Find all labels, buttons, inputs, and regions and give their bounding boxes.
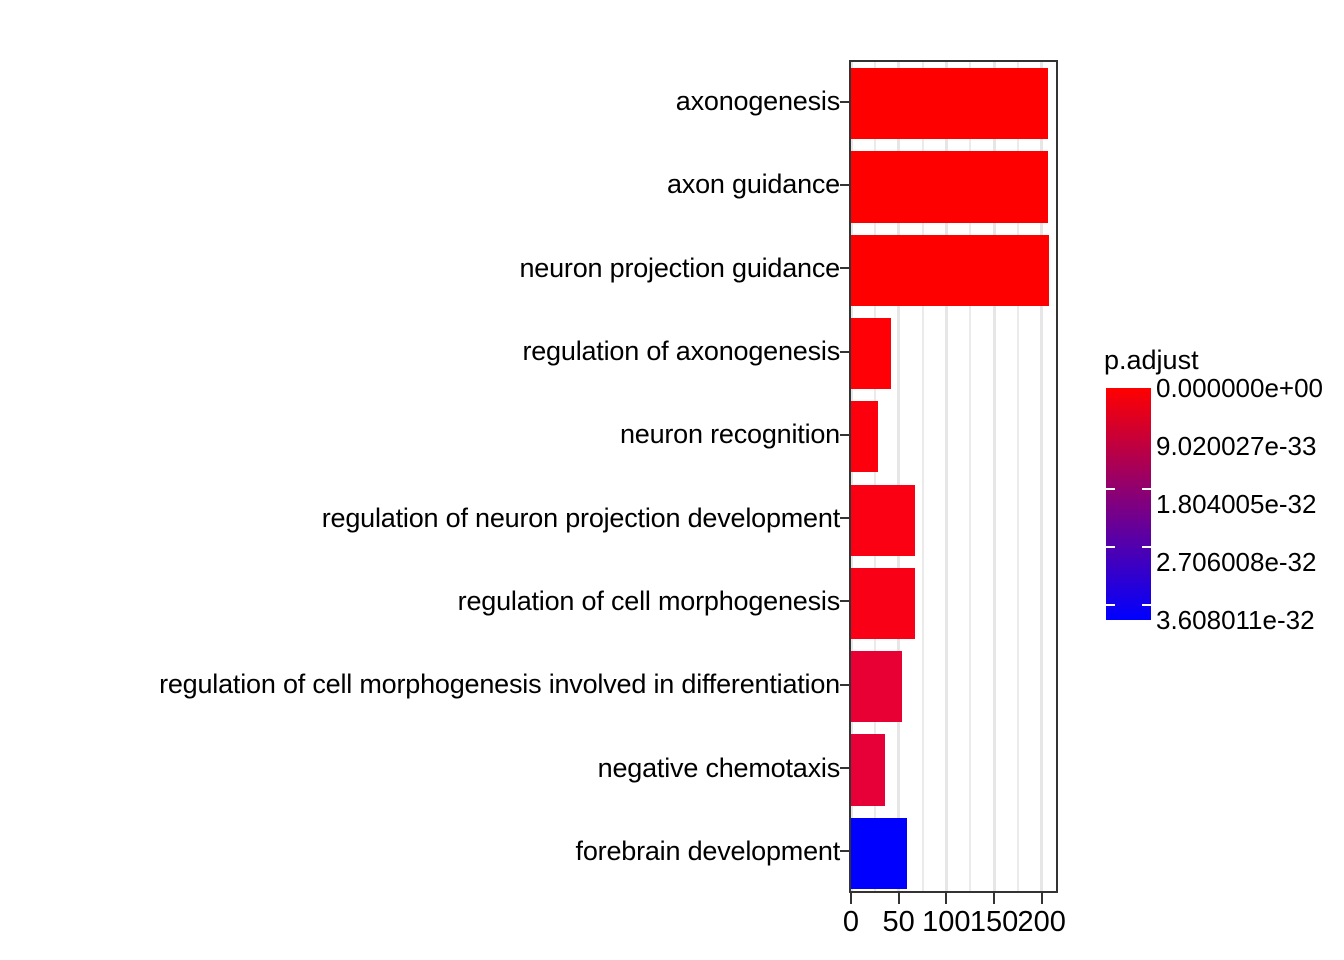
legend-tick-mark bbox=[1106, 546, 1115, 548]
y-axis-tick-label: regulation of axonogenesis bbox=[522, 336, 840, 367]
x-axis-tick-mark bbox=[945, 893, 948, 904]
y-axis-tick-label: regulation of cell morphogenesis bbox=[457, 585, 841, 616]
plot-panel bbox=[849, 60, 1058, 893]
bar[interactable] bbox=[851, 484, 915, 556]
gridline-minor bbox=[1016, 62, 1019, 891]
legend-tick-mark bbox=[1106, 488, 1115, 490]
legend-tick-label: 0.000000e+00 bbox=[1156, 373, 1324, 403]
bar[interactable] bbox=[851, 567, 915, 640]
gridline-major bbox=[897, 62, 901, 891]
gridline-major bbox=[944, 62, 948, 891]
x-axis-tick-mark bbox=[993, 893, 996, 904]
y-axis-tick-label-row: axon guidance bbox=[0, 143, 849, 226]
gridline-minor bbox=[969, 62, 972, 891]
y-axis-tick-label: regulation of cell morphogenesis involve… bbox=[159, 669, 840, 700]
y-axis-tick-mark bbox=[840, 433, 849, 436]
legend-title: p.adjust bbox=[1104, 345, 1199, 375]
y-axis-tick-mark bbox=[840, 850, 849, 853]
bar[interactable] bbox=[851, 234, 1050, 306]
y-axis-tick-label-row: forebrain development bbox=[0, 810, 849, 893]
bar[interactable] bbox=[851, 151, 1049, 223]
x-axis-tick-mark bbox=[1040, 893, 1043, 904]
y-axis-tick-mark bbox=[840, 683, 849, 686]
gridline-major bbox=[1040, 62, 1044, 891]
gridline-major bbox=[992, 62, 996, 891]
y-axis-tick-label: regulation of neuron projection developm… bbox=[321, 502, 840, 533]
bar[interactable] bbox=[851, 317, 892, 390]
y-axis-tick-label: axonogenesis bbox=[675, 86, 840, 117]
legend: p.adjust 0.000000e+00 9.020027e-33 1.80400… bbox=[1098, 345, 1344, 645]
y-axis-tick-label-row: axonogenesis bbox=[0, 60, 849, 143]
legend-tick-label: 3.608011e-32 bbox=[1156, 605, 1315, 635]
y-axis-tick-mark bbox=[840, 267, 849, 270]
legend-colorbar bbox=[1106, 388, 1151, 620]
y-axis-tick-label-row: neuron recognition bbox=[0, 393, 849, 476]
gridline-minor bbox=[873, 62, 876, 891]
x-axis-tick-label: 150 bbox=[969, 906, 1019, 938]
legend-tick-label: 9.020027e-33 bbox=[1156, 431, 1317, 461]
y-axis-tick-label-row: regulation of cell morphogenesis involve… bbox=[0, 643, 849, 726]
bar[interactable] bbox=[851, 68, 1049, 140]
legend-tick-mark bbox=[1142, 604, 1151, 606]
x-axis-tick-label: 200 bbox=[1017, 906, 1066, 938]
y-axis-tick-label-row: regulation of neuron projection developm… bbox=[0, 477, 849, 560]
y-axis-category-labels: axonogenesis axon guidance neuron projecti… bbox=[0, 60, 849, 893]
y-axis-tick-label-row: regulation of cell morphogenesis bbox=[0, 560, 849, 643]
bar[interactable] bbox=[851, 734, 886, 806]
x-axis-tick-mark bbox=[897, 893, 900, 904]
legend-tick-mark bbox=[1106, 604, 1115, 606]
y-axis-tick-mark bbox=[840, 183, 849, 186]
gridline-major bbox=[851, 62, 853, 891]
y-axis-tick-label: neuron recognition bbox=[619, 419, 840, 450]
y-axis-tick-mark bbox=[840, 100, 849, 103]
y-axis-tick-label: negative chemotaxis bbox=[597, 752, 841, 783]
gridline-minor bbox=[921, 62, 924, 891]
legend-tick-mark bbox=[1142, 488, 1151, 490]
x-axis-tick-mark bbox=[850, 893, 852, 904]
legend-tick-mark bbox=[1142, 546, 1151, 548]
bar[interactable] bbox=[851, 401, 878, 473]
y-axis-tick-label: axon guidance bbox=[666, 169, 840, 200]
y-axis-tick-label: neuron projection guidance bbox=[519, 252, 840, 283]
y-axis-tick-mark bbox=[840, 767, 849, 770]
x-axis-tick-label: 50 bbox=[882, 906, 915, 938]
y-axis-tick-mark bbox=[840, 350, 849, 353]
x-axis-tick-label: 100 bbox=[922, 906, 971, 938]
legend-tick-label: 2.706008e-32 bbox=[1156, 547, 1317, 577]
y-axis-tick-label-row: negative chemotaxis bbox=[0, 726, 849, 809]
y-axis-tick-mark bbox=[840, 600, 849, 603]
bar[interactable] bbox=[851, 651, 903, 723]
legend-tick-label: 1.804005e-32 bbox=[1156, 489, 1317, 519]
y-axis-tick-label-row: regulation of axonogenesis bbox=[0, 310, 849, 393]
bar[interactable] bbox=[851, 817, 908, 889]
y-axis-tick-label: forebrain development bbox=[575, 835, 841, 866]
y-axis-tick-mark bbox=[840, 517, 849, 520]
y-axis-tick-label-row: neuron projection guidance bbox=[0, 227, 849, 310]
x-axis-tick-label: 0 bbox=[842, 906, 860, 938]
